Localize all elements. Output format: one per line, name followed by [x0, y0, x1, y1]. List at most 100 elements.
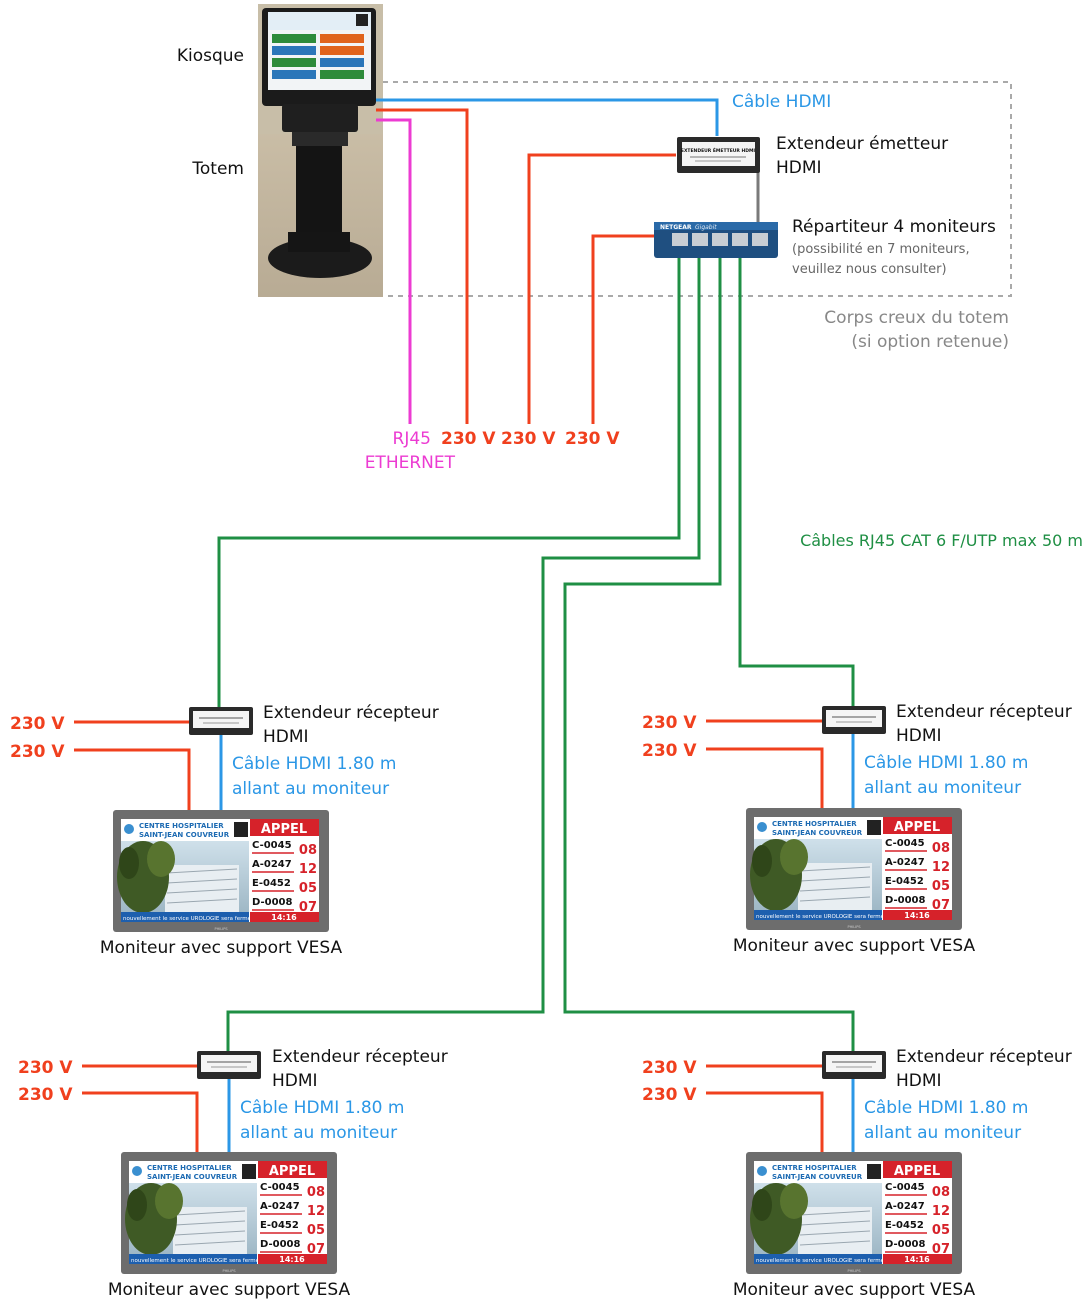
label-230v-emitter: 230 V — [501, 429, 556, 449]
screen-call-ticket: E-0452 — [885, 876, 924, 887]
screen-call-ticket: C-0045 — [885, 1182, 925, 1193]
screen-hospital-line1: CENTRE HOSPITALIER — [147, 1164, 232, 1172]
label-receiver-line2: HDMI — [263, 727, 309, 747]
ethernet-cable — [376, 118, 412, 424]
screen-hospital-line2: SAINT-JEAN COUVREUR — [147, 1173, 238, 1181]
monitor-brand: PHILIPS — [222, 1269, 236, 1273]
hospital-logo — [757, 1166, 767, 1176]
label-splitter-note-2: veuillez nous consulter) — [792, 262, 947, 277]
label-hdmi-180-line2: allant au moniteur — [864, 1123, 1021, 1143]
label-receiver-line1: Extendeur récepteur — [263, 703, 439, 723]
label-monitor: Moniteur avec support VESA — [100, 938, 343, 958]
label-hdmi-180-line2: allant au moniteur — [232, 779, 389, 799]
label-receiver-line1: Extendeur récepteur — [272, 1047, 448, 1067]
label-230v-totem: 230 V — [441, 429, 496, 449]
label-230v: 230 V — [18, 1085, 73, 1105]
screen-time: 14:16 — [904, 911, 930, 920]
screen-hospital-line1: CENTRE HOSPITALIER — [772, 820, 857, 828]
screen-call-ticket: E-0452 — [885, 1220, 924, 1231]
label-monitor: Moniteur avec support VESA — [108, 1280, 351, 1300]
screen-call-ticket: C-0045 — [260, 1182, 300, 1193]
screen-call-ticket: D-0008 — [885, 1239, 926, 1250]
screen-call-ticket: C-0045 — [252, 840, 292, 851]
label-corps-creux-2: (si option retenue) — [851, 332, 1009, 352]
label-230v: 230 V — [642, 1058, 697, 1078]
splitter-model: Gigabit — [695, 224, 717, 231]
screen-appel: APPEL — [894, 820, 940, 835]
hospital-logo — [124, 824, 134, 834]
label-rj45-cables: Câbles RJ45 CAT 6 F/UTP max 50 m — [800, 531, 1083, 550]
screen-appel: APPEL — [261, 822, 307, 837]
screen-call-ticket: A-0247 — [252, 859, 292, 870]
label-230v: 230 V — [642, 741, 697, 761]
power-line-monitor — [74, 748, 191, 810]
power-line-monitor — [82, 1091, 199, 1152]
screen-call-desk: 05 — [932, 1223, 950, 1238]
label-230v-splitter: 230 V — [565, 429, 620, 449]
hdmi-emitter-extender: EXTENDEUR ÉMETTEUR HDMI — [677, 137, 760, 173]
screen-call-ticket: E-0452 — [252, 878, 291, 889]
rj45-cable-monitor-2 — [738, 258, 855, 707]
qr-code — [242, 1164, 256, 1179]
rj45-cable-monitor-4 — [563, 258, 855, 1052]
screen-call-desk: 12 — [932, 860, 950, 875]
hdmi-receiver-extender — [822, 706, 886, 734]
screen-ticker: nouvellement le service UROLOGIE sera fe… — [123, 915, 267, 922]
kiosk-screen-buttons — [272, 34, 364, 79]
label-receiver-line1: Extendeur récepteur — [896, 702, 1072, 722]
screen-hospital-line2: SAINT-JEAN COUVREUR — [772, 829, 863, 837]
hdmi-receiver-extender — [189, 707, 253, 735]
label-splitter-title: Répartiteur 4 moniteurs — [792, 217, 996, 237]
screen-hospital-line1: CENTRE HOSPITALIER — [139, 822, 224, 830]
qr-code — [234, 822, 248, 837]
screen-call-ticket: E-0452 — [260, 1220, 299, 1231]
label-receiver-line2: HDMI — [272, 1071, 318, 1091]
hdmi-splitter-4-ports: NETGEAR Gigabit — [654, 222, 778, 258]
label-230v: 230 V — [10, 714, 65, 734]
label-receiver-line2: HDMI — [896, 726, 942, 746]
screen-call-desk: 07 — [299, 900, 317, 915]
label-hdmi-180-line1: Câble HDMI 1.80 m — [864, 753, 1028, 773]
label-hdmi-180-line1: Câble HDMI 1.80 m — [232, 754, 396, 774]
label-230v: 230 V — [18, 1058, 73, 1078]
screen-call-ticket: D-0008 — [252, 897, 293, 908]
screen-call-ticket: C-0045 — [885, 838, 925, 849]
label-totem: Totem — [191, 159, 244, 179]
screen-time: 14:16 — [271, 913, 297, 922]
rj45-cable-monitor-3 — [226, 258, 701, 1052]
label-receiver-line2: HDMI — [896, 1071, 942, 1091]
label-230v: 230 V — [10, 742, 65, 762]
power-cable-emitter — [527, 153, 676, 424]
emitter-box-label: EXTENDEUR ÉMETTEUR HDMI — [681, 146, 756, 154]
hospital-logo — [132, 1166, 142, 1176]
label-230v: 230 V — [642, 1085, 697, 1105]
label-cable-hdmi: Câble HDMI — [732, 92, 831, 112]
label-emitter-line1: Extendeur émetteur — [776, 134, 948, 154]
label-receiver-line1: Extendeur récepteur — [896, 1047, 1072, 1067]
qr-code — [867, 1164, 881, 1179]
label-monitor: Moniteur avec support VESA — [733, 1280, 976, 1300]
screen-hospital-line2: SAINT-JEAN COUVREUR — [772, 1173, 863, 1181]
totem-hollow-body-outline — [383, 81, 1012, 297]
screen-call-desk: 05 — [307, 1223, 325, 1238]
label-hdmi-180-line1: Câble HDMI 1.80 m — [864, 1098, 1028, 1118]
label-kiosque: Kiosque — [177, 46, 244, 66]
screen-call-ticket: A-0247 — [260, 1201, 300, 1212]
screen-call-desk: 08 — [932, 1185, 950, 1200]
label-hdmi-180-line2: allant au moniteur — [864, 778, 1021, 798]
screen-call-desk: 12 — [299, 862, 317, 877]
screen-call-desk: 08 — [299, 843, 317, 858]
label-corps-creux-1: Corps creux du totem — [824, 308, 1009, 328]
screen-ticker: nouvellement le service UROLOGIE sera fe… — [756, 1257, 900, 1264]
splitter-brand: NETGEAR — [660, 224, 692, 231]
screen-call-desk: 08 — [307, 1185, 325, 1200]
screen-call-desk: 07 — [932, 1242, 950, 1257]
screen-call-desk: 07 — [932, 898, 950, 913]
screen-hospital-line2: SAINT-JEAN COUVREUR — [139, 831, 230, 839]
label-230v: 230 V — [642, 713, 697, 733]
